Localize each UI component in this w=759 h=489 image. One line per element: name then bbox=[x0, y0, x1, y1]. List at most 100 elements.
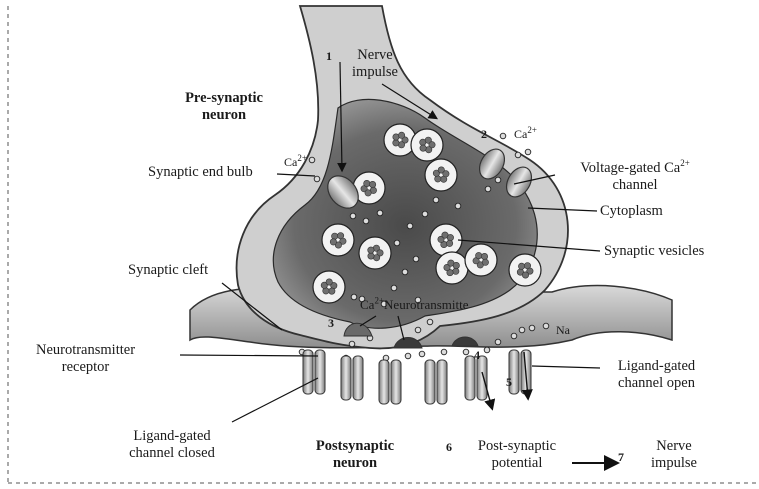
ion-dot bbox=[351, 294, 357, 300]
post-potential-line2: potential bbox=[462, 455, 572, 472]
ion-dot bbox=[525, 149, 531, 155]
ligand-gated-closed-label: Ligand-gated channel closed bbox=[112, 428, 232, 462]
nerve-impulse-end-line2: impulse bbox=[634, 455, 714, 472]
ligand-closed-line1: Ligand-gated bbox=[112, 428, 232, 445]
ligand-closed-line2: channel closed bbox=[112, 445, 232, 462]
synaptic-end-bulb-text: Synaptic end bulb bbox=[148, 164, 253, 180]
vesicle bbox=[436, 252, 468, 284]
na-ion-text: Na bbox=[556, 323, 570, 337]
ion-dot bbox=[419, 351, 425, 357]
ligand-gated-channel bbox=[425, 360, 447, 404]
ion-dot bbox=[455, 203, 461, 209]
step-number-4: 4 bbox=[474, 348, 480, 363]
vesicle bbox=[430, 224, 462, 256]
post-potential-line1: Post-synaptic bbox=[462, 438, 572, 455]
presynaptic-label-line1: Pre-synaptic bbox=[174, 90, 274, 107]
ion-dot bbox=[391, 285, 397, 291]
ion-dot bbox=[394, 240, 400, 246]
vesicle bbox=[322, 224, 354, 256]
ion-dot bbox=[427, 319, 433, 325]
ca-ion-text: Ca bbox=[360, 297, 374, 312]
ion-dot bbox=[407, 223, 413, 229]
ion-dot bbox=[405, 353, 411, 359]
ca-ion-label-right: Ca2+ bbox=[514, 126, 537, 143]
nerve-impulse-top-line1: Nerve bbox=[340, 47, 410, 64]
ion-dot bbox=[441, 349, 447, 355]
ion-dot bbox=[413, 256, 419, 262]
ligand-gated-channel bbox=[379, 360, 401, 404]
ligand-gated-channels bbox=[303, 350, 531, 408]
ion-dot bbox=[415, 327, 421, 333]
ion-dot bbox=[485, 186, 491, 192]
voltage-gated-channel-label: Voltage-gated Ca2+ channel bbox=[560, 160, 710, 194]
ligand-open-line2: channel open bbox=[604, 375, 709, 392]
ion-dot bbox=[484, 347, 490, 353]
nerve-impulse-end-label: Nerve impulse bbox=[634, 438, 714, 472]
ion-dot bbox=[349, 341, 355, 347]
ion-dot bbox=[433, 197, 439, 203]
ligand-gated-open-label: Ligand-gated channel open bbox=[604, 358, 709, 392]
postsynaptic-line1: Postsynaptic bbox=[300, 438, 410, 455]
ion-dot bbox=[402, 269, 408, 275]
ligand-open-line1: Ligand-gated bbox=[604, 358, 709, 375]
step-number-5: 5 bbox=[506, 375, 512, 390]
ion-dot bbox=[511, 333, 517, 339]
ion-dot bbox=[500, 133, 506, 139]
na-ion-label: Na bbox=[556, 322, 570, 339]
step-number-3: 3 bbox=[328, 316, 334, 331]
nt-receptor-line1: Neurotransmitter bbox=[18, 342, 153, 359]
ion-dot bbox=[363, 218, 369, 224]
vesicle bbox=[509, 254, 541, 286]
ca-charge-text: 2+ bbox=[680, 158, 690, 168]
neurotransmitter-receptor-label: Neurotransmitter receptor bbox=[18, 342, 153, 376]
ion-dot bbox=[463, 349, 469, 355]
nerve-impulse-end-line1: Nerve bbox=[634, 438, 714, 455]
ion-dot bbox=[350, 213, 356, 219]
ion-dot bbox=[309, 157, 315, 163]
ion-dot bbox=[515, 152, 521, 158]
ion-dot bbox=[314, 176, 320, 182]
vesicle bbox=[313, 271, 345, 303]
step-number-1: 1 bbox=[326, 49, 332, 64]
cytoplasm-label: Cytoplasm bbox=[600, 203, 663, 220]
ligand-gated-channel bbox=[303, 350, 325, 394]
synaptic-vesicles-label: Synaptic vesicles bbox=[604, 243, 704, 260]
step-number-6: 6 bbox=[446, 440, 452, 455]
ca-ion-text: Ca bbox=[284, 155, 297, 169]
nt-receptor-line2: receptor bbox=[18, 359, 153, 376]
vesicle bbox=[425, 159, 457, 191]
ca-ion-text: Ca bbox=[514, 127, 527, 141]
synaptic-vesicles-text: Synaptic vesicles bbox=[604, 243, 704, 259]
postsynaptic-neuron-label: Postsynaptic neuron bbox=[300, 438, 410, 472]
ion-dot bbox=[377, 210, 383, 216]
ca-charge-text: 2+ bbox=[374, 296, 384, 306]
vesicle bbox=[411, 129, 443, 161]
synaptic-cleft-text: Synaptic cleft bbox=[128, 262, 208, 278]
step-number-2: 2 bbox=[481, 127, 487, 142]
presynaptic-neuron-label: Pre-synaptic neuron bbox=[174, 90, 274, 124]
ion-dot bbox=[422, 211, 428, 217]
step-number-7: 7 bbox=[618, 450, 624, 465]
ion-dot bbox=[495, 177, 501, 183]
nerve-impulse-top-label: Nerve impulse bbox=[340, 47, 410, 81]
ligand-gated-channel bbox=[341, 356, 363, 400]
ion-dot bbox=[519, 327, 525, 333]
synaptic-cleft-label: Synaptic cleft bbox=[128, 262, 208, 279]
presynaptic-label-line2: neuron bbox=[174, 107, 274, 124]
ion-dot bbox=[529, 325, 535, 331]
vesicle bbox=[359, 237, 391, 269]
ion-dot bbox=[495, 339, 501, 345]
neurotransmitter-text: Neurotransmitte bbox=[384, 297, 468, 312]
synaptic-end-bulb-label: Synaptic end bulb bbox=[148, 164, 253, 181]
postsynaptic-line2: neuron bbox=[300, 455, 410, 472]
ion-dot bbox=[543, 323, 549, 329]
voltage-gated-line1: Voltage-gated Ca bbox=[580, 160, 680, 176]
ca-charge-text: 2+ bbox=[527, 125, 537, 135]
voltage-gated-line2: channel bbox=[560, 177, 710, 194]
vesicle bbox=[465, 244, 497, 276]
ca-ion-label-left: Ca2+ bbox=[284, 154, 307, 171]
post-synaptic-potential-label: Post-synaptic potential bbox=[462, 438, 572, 472]
nerve-impulse-top-line2: impulse bbox=[340, 64, 410, 81]
ca-charge-text: 2+ bbox=[297, 153, 307, 163]
